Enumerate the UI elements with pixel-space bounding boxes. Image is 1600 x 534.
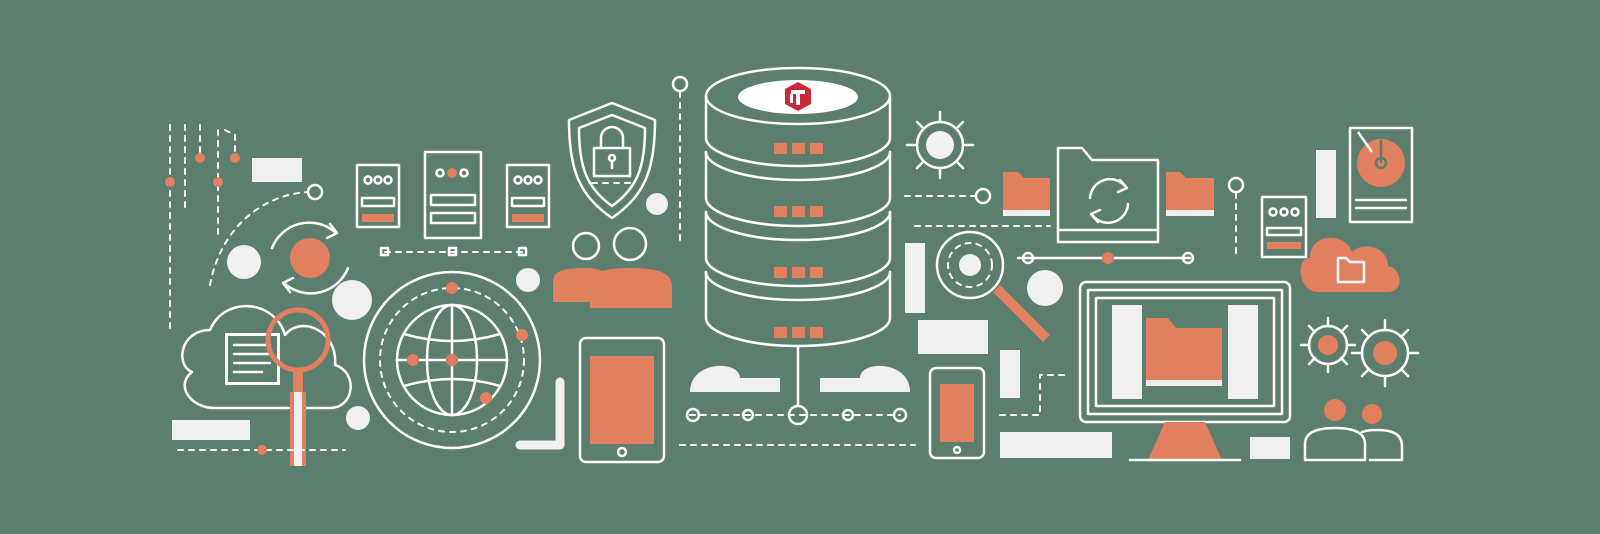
connector-lines [679,344,916,446]
monitor-folder-icon [1078,280,1292,462]
globe-icon [362,270,542,450]
users-icon [1303,399,1404,462]
magnifier-icon [935,230,1050,342]
brand-logo-icon [785,82,811,111]
cloud-folder-icon [1300,237,1400,292]
gear-icon [905,110,975,180]
server-rack-icon [505,163,551,229]
server-rack-icon [423,150,483,240]
refresh-icon [270,221,350,295]
circuit-lines [165,124,324,331]
smartphone-icon [928,366,986,460]
tablet-icon [578,336,666,464]
users-icon [553,226,672,308]
magnifier-icon [265,307,331,466]
folder-sync-icon [1003,146,1214,244]
server-rack-icon [1260,195,1308,259]
cloud-document-icon [181,305,352,410]
hard-drive-icon [1348,126,1414,224]
shield-lock-icon [567,101,657,220]
server-rack-icon [355,163,401,229]
gears-icon [1299,316,1420,388]
